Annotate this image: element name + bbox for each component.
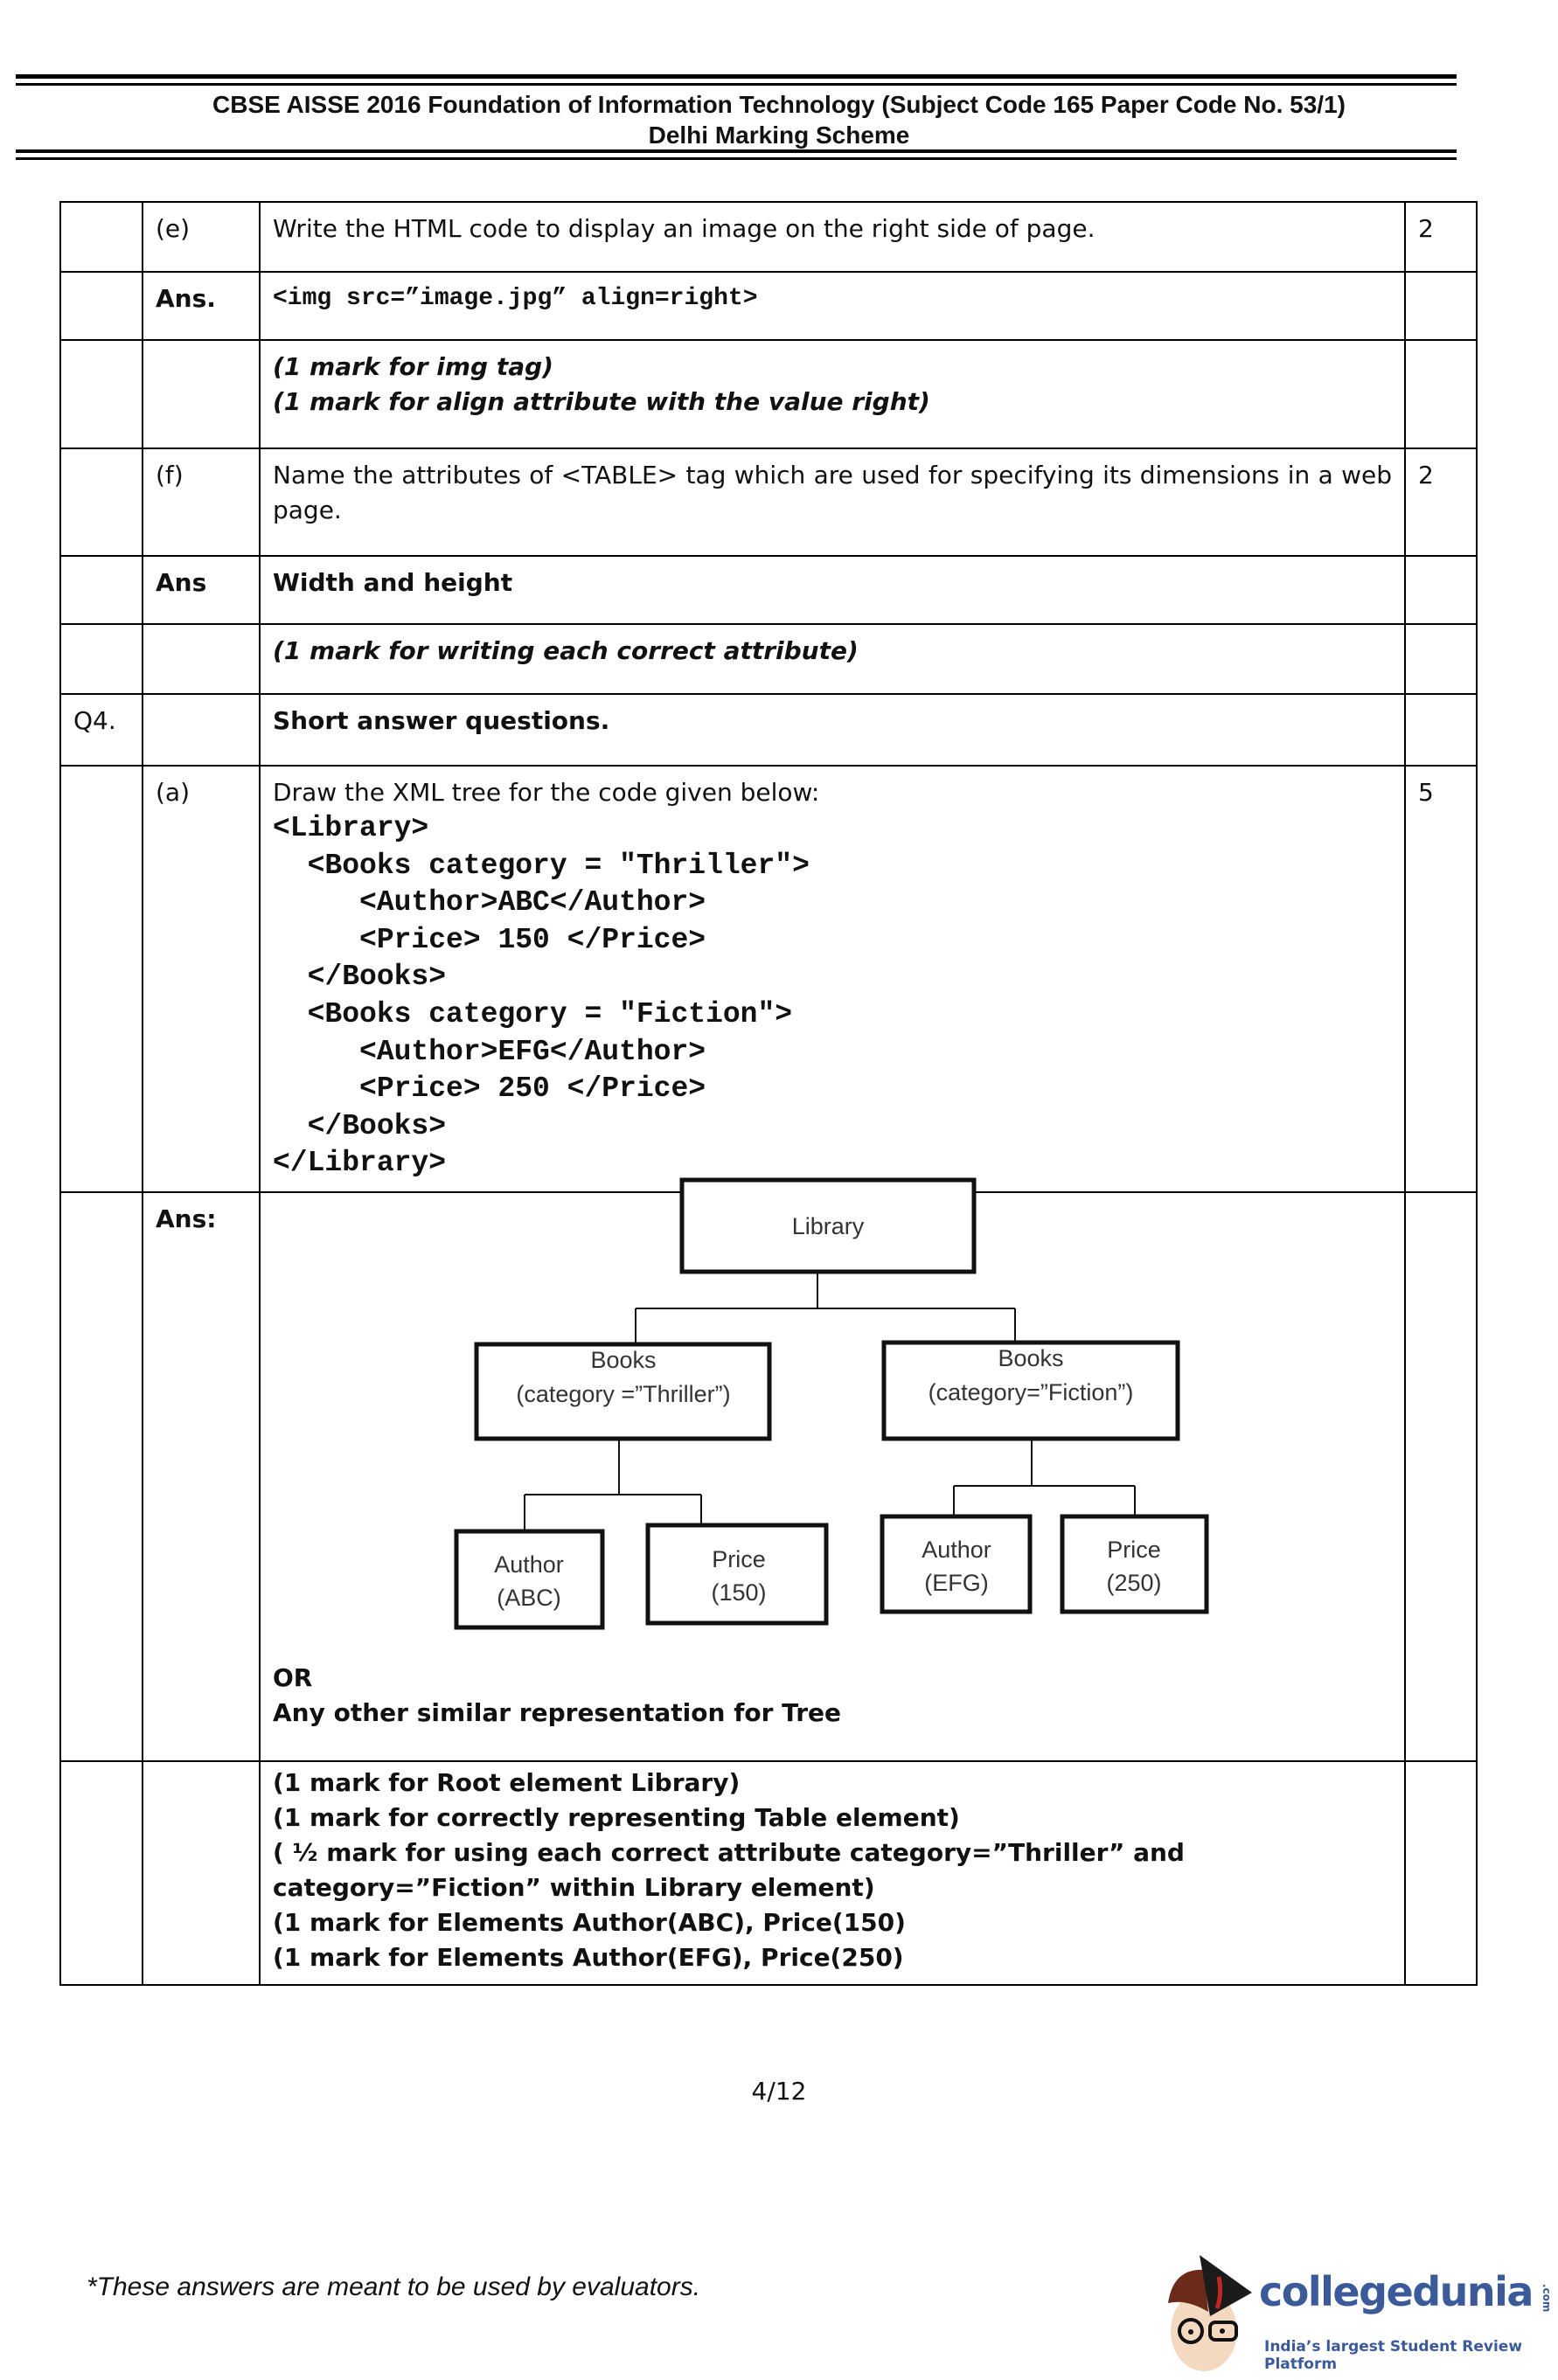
logo-brand: collegedunia xyxy=(1259,2268,1534,2315)
marking-note: (1 mark for img tag) (1 mark for align a… xyxy=(259,339,1406,449)
node-label: Library xyxy=(792,1213,865,1239)
code-line: <Author>ABC</Author> xyxy=(273,886,706,919)
node-label: (250) xyxy=(1106,1570,1161,1596)
answer-alternative: Any other similar representation for Tre… xyxy=(273,1697,841,1727)
question-text: Draw the XML tree for the code given bel… xyxy=(273,778,820,807)
marking-note: (1 mark for writing each correct attribu… xyxy=(259,623,1406,695)
table-row: (1 mark for img tag) (1 mark for align a… xyxy=(59,339,1478,449)
marking-note-line: (1 mark for img tag) xyxy=(273,352,553,381)
code-line: </Books> xyxy=(273,1109,447,1142)
footer-note: *These answers are meant to be used by e… xyxy=(87,2272,701,2301)
table-row: (1 mark for writing each correct attribu… xyxy=(59,623,1478,695)
marking-note-line: (1 mark for Root element Library) xyxy=(273,1767,741,1797)
marking-note-line: (1 mark for Elements Author(ABC), Price(… xyxy=(273,1907,906,1937)
question-label: (f) xyxy=(142,448,261,557)
code-line: <Library> xyxy=(273,812,429,844)
section-title: Short answer questions. xyxy=(259,693,1406,767)
node-library: Library xyxy=(679,1177,977,1274)
marks: 2 xyxy=(1404,448,1478,557)
table-row: (f) Name the attributes of <TABLE> tag w… xyxy=(59,448,1478,557)
logo-tagline: India’s largest Student Review Platform xyxy=(1264,2338,1523,2373)
marking-scheme-table: (e) Write the HTML code to display an im… xyxy=(59,201,1478,1986)
code-line: </Books> xyxy=(273,961,447,994)
node-label: (category=”Fiction”) xyxy=(929,1379,1134,1405)
answer-label: Ans: xyxy=(142,1190,261,1762)
table-row: Ans Width and height xyxy=(59,555,1478,625)
header-rule xyxy=(16,83,1457,86)
question-text: Name the attributes of <TABLE> tag which… xyxy=(259,448,1406,557)
question-cell: Draw the XML tree for the code given bel… xyxy=(259,765,1406,1193)
tree-connectors xyxy=(524,1272,1136,1531)
marking-note-line: ( ½ mark for using each correct attribut… xyxy=(273,1837,1185,1867)
node-label: (150) xyxy=(711,1579,766,1606)
node-label: Books xyxy=(590,1347,656,1373)
table-row: Ans. <img src=”image.jpg” align=right> xyxy=(59,271,1478,341)
node-books-thriller: Books (category =”Thriller”) xyxy=(474,1342,772,1441)
node-price-250: Price (250) xyxy=(1060,1514,1209,1614)
marks: 2 xyxy=(1404,201,1478,273)
node-label: Books xyxy=(998,1345,1063,1371)
logo-domain: .com xyxy=(1541,2284,1553,2313)
code-line: <Books category = "Fiction"> xyxy=(273,997,793,1030)
code-line: <Books category = "Thriller"> xyxy=(273,849,810,882)
marking-note-line: category=”Fiction” within Library elemen… xyxy=(273,1872,875,1902)
header-rule xyxy=(16,149,1457,153)
answer-text: Width and height xyxy=(259,555,1406,625)
node-label: Author xyxy=(922,1537,991,1563)
code-line: </Library> xyxy=(273,1147,447,1180)
mascot-icon xyxy=(1168,2255,1252,2371)
question-label: (a) xyxy=(142,765,261,1193)
answer-cell: OR Any other similar representation for … xyxy=(259,1190,1406,1762)
header-rule xyxy=(16,74,1457,79)
code-line: <Price> 150 </Price> xyxy=(273,923,706,956)
table-row: Ans: OR Any other similar representation… xyxy=(59,1190,1478,1762)
node-label: (ABC) xyxy=(497,1585,561,1611)
node-author-abc: Author (ABC) xyxy=(454,1529,605,1630)
marking-note-line: (1 mark for correctly representing Table… xyxy=(273,1802,960,1832)
answer-text: <img src=”image.jpg” align=right> xyxy=(259,271,1406,341)
answer-or: OR xyxy=(273,1662,313,1692)
collegedunia-logo: collegedunia .com India’s largest Studen… xyxy=(1156,2251,1558,2377)
connector xyxy=(635,1272,1016,1344)
node-label: (EFG) xyxy=(924,1570,989,1596)
question-text: Write the HTML code to display an image … xyxy=(259,201,1406,273)
table-row: Q4. Short answer questions. xyxy=(59,693,1478,767)
node-label: (category =”Thriller”) xyxy=(516,1381,730,1407)
marking-note-line: (1 mark for align attribute with the val… xyxy=(273,387,930,416)
code-line: <Price> 250 </Price> xyxy=(273,1072,706,1106)
answer-label: Ans xyxy=(142,555,261,625)
node-books-fiction: Books (category=”Fiction”) xyxy=(881,1340,1180,1441)
node-author-efg: Author (EFG) xyxy=(880,1514,1033,1614)
connector xyxy=(524,1439,702,1531)
table-row: (e) Write the HTML code to display an im… xyxy=(59,201,1478,273)
marking-note: (1 mark for Root element Library) (1 mar… xyxy=(259,1759,1406,1986)
question-number: Q4. xyxy=(59,693,143,767)
node-label: Price xyxy=(1107,1537,1161,1563)
page-subtitle: Delhi Marking Scheme xyxy=(648,121,910,149)
page-number: 4/12 xyxy=(751,2077,807,2106)
table-row: (a) Draw the XML tree for the code given… xyxy=(59,765,1478,1193)
header-rule xyxy=(16,157,1457,160)
marking-note-line: (1 mark for Elements Author(EFG), Price(… xyxy=(273,1942,904,1972)
marks: 5 xyxy=(1404,765,1478,1193)
node-price-150: Price (150) xyxy=(645,1523,829,1626)
connector xyxy=(953,1439,1136,1516)
table-row: (1 mark for Root element Library) (1 mar… xyxy=(59,1759,1478,1986)
question-label: (e) xyxy=(142,201,261,273)
xml-code: <Library> <Books category = "Thriller"> … xyxy=(273,810,1392,1183)
node-label: Author xyxy=(494,1551,564,1578)
code-line: <Author>EFG</Author> xyxy=(273,1035,706,1068)
answer-label: Ans. xyxy=(142,271,261,341)
node-label: Price xyxy=(712,1546,766,1572)
page-title: CBSE AISSE 2016 Foundation of Informatio… xyxy=(212,91,1346,118)
